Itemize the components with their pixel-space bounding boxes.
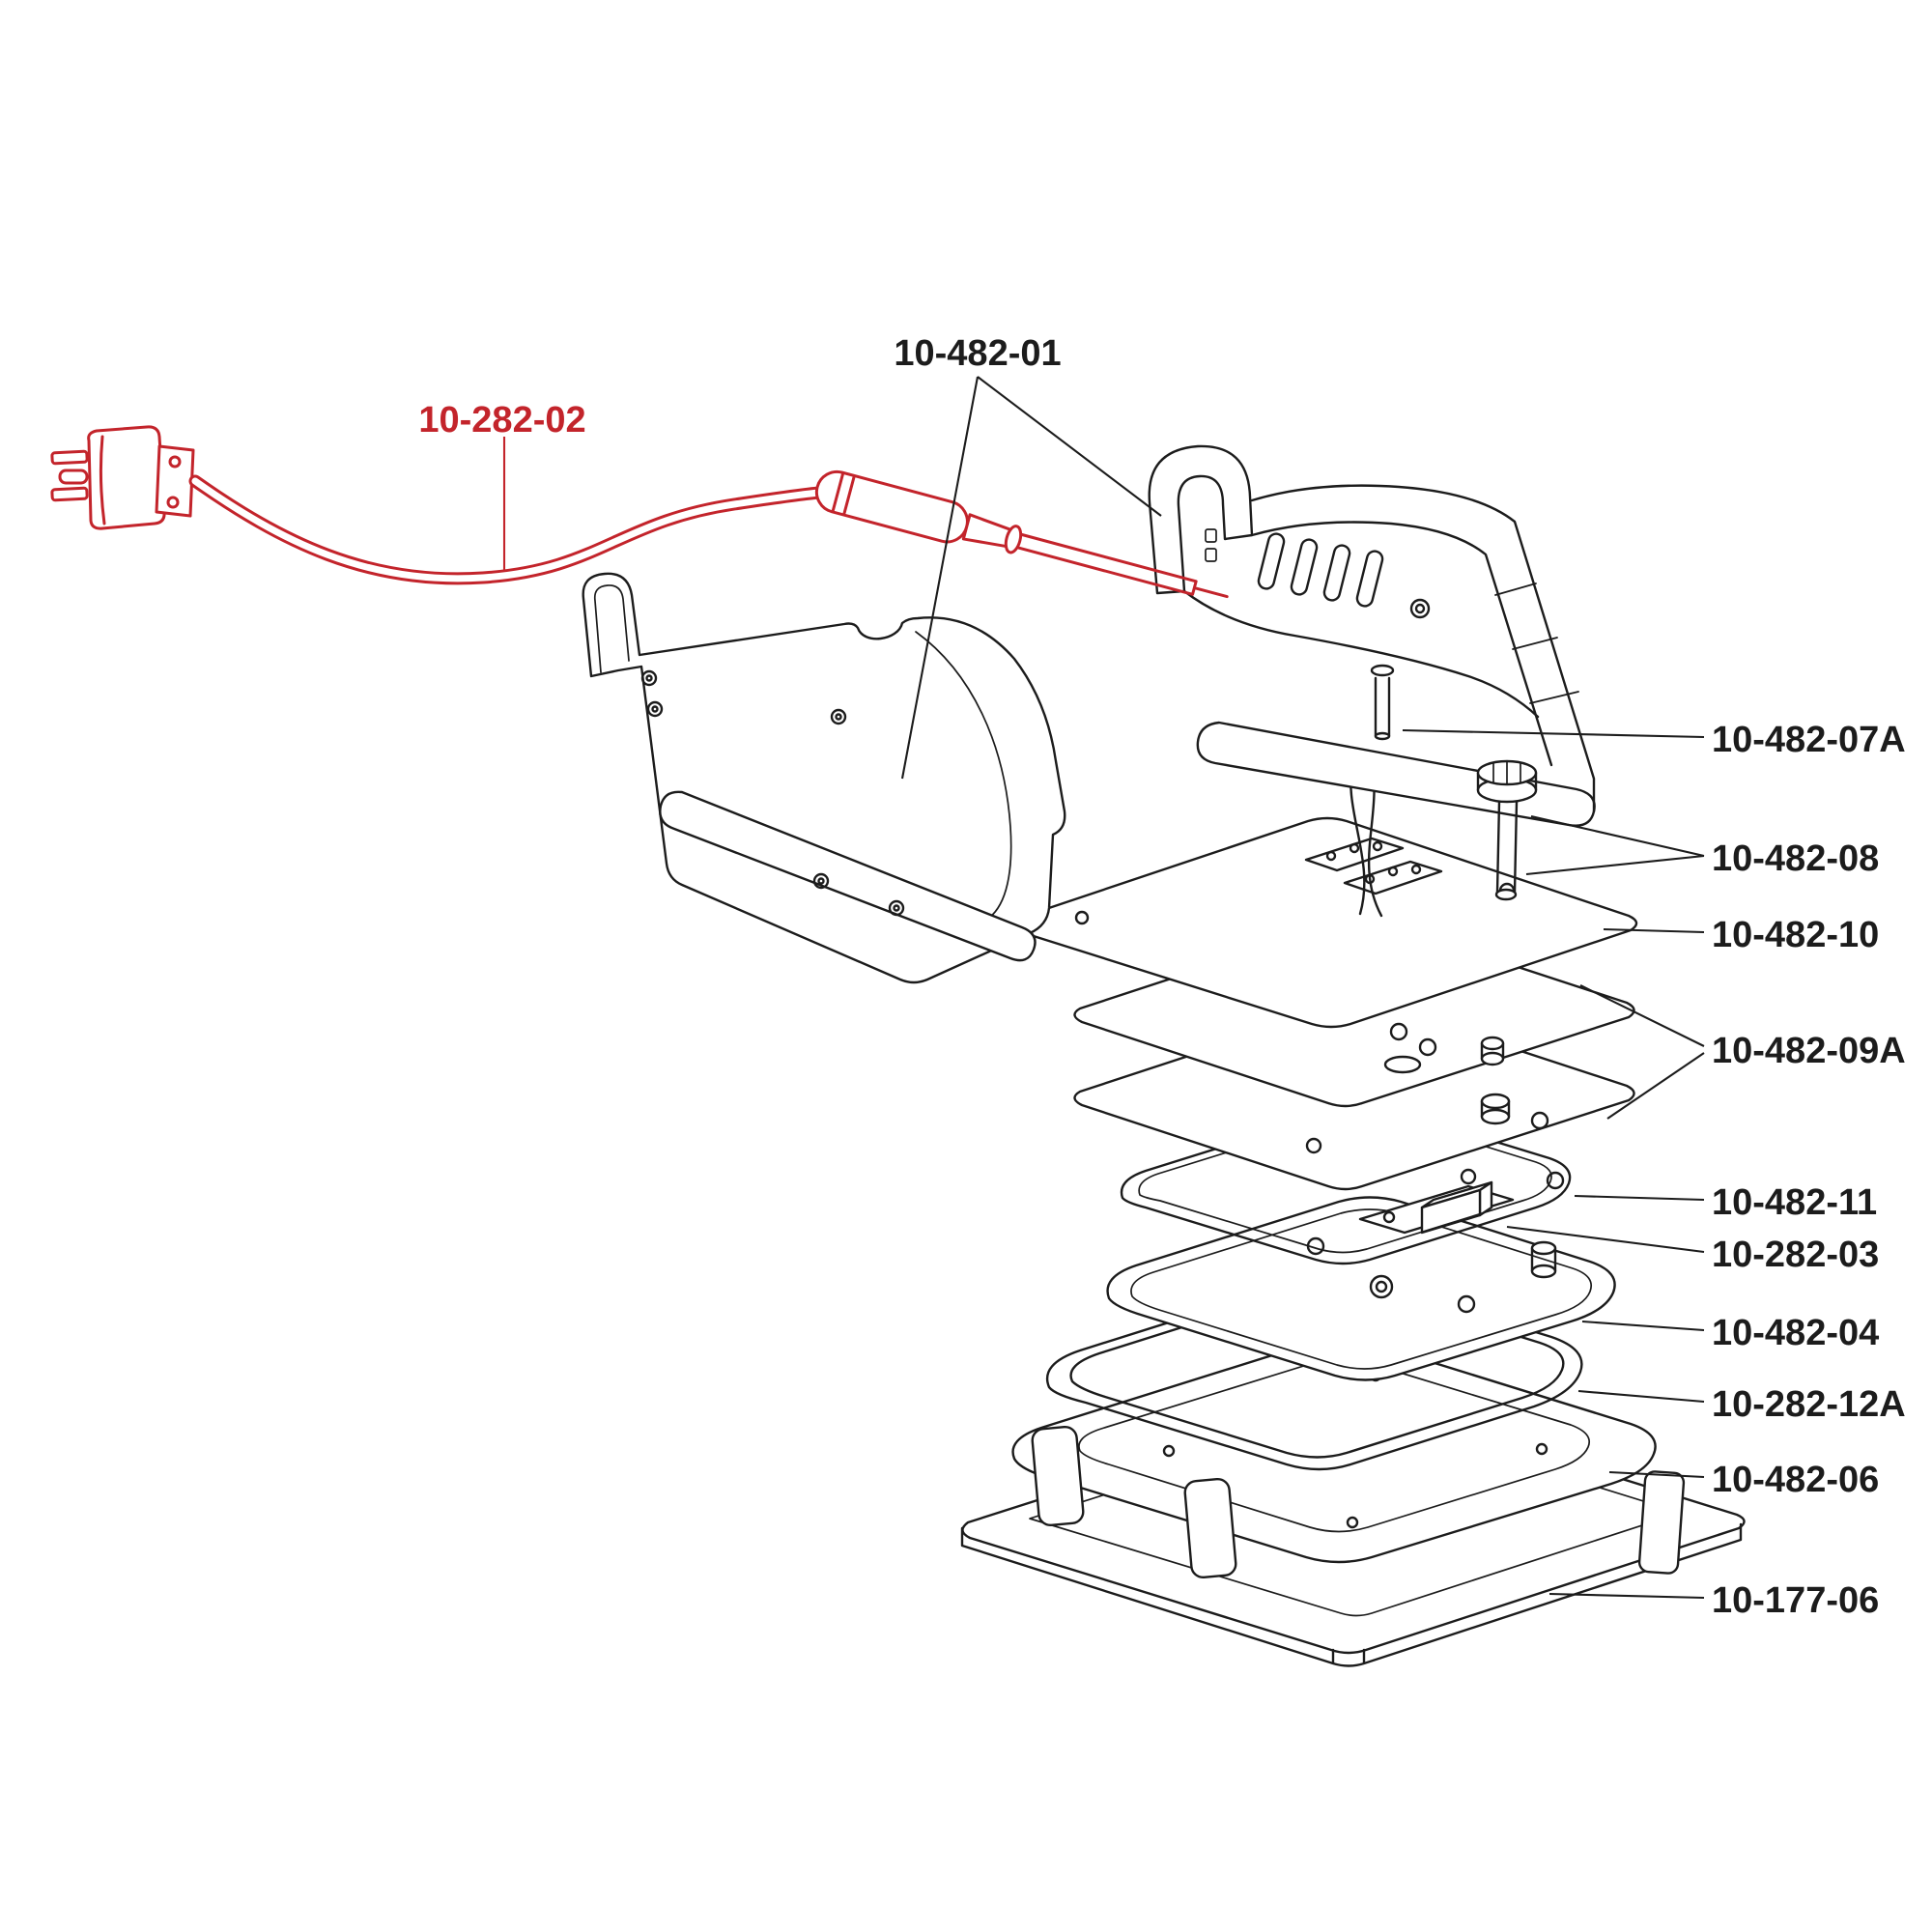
part-label-handle-shells: 10-482-01 — [894, 333, 1061, 374]
thermostat-drawing — [1358, 1168, 1515, 1235]
soleplate-groove — [1078, 1358, 1590, 1533]
leader-gasket — [1574, 1194, 1705, 1202]
handle-vent-3 — [1322, 544, 1351, 602]
bottom-cover-rim — [960, 1522, 1743, 1667]
handle-shell-right-drawing — [1148, 444, 1596, 901]
handle-vent-1 — [1257, 532, 1286, 590]
cord-tube-outer — [188, 474, 826, 585]
post-slot-2 — [1205, 548, 1217, 562]
plug-clamp-bolts — [166, 455, 182, 509]
handle-face-bottom — [1182, 589, 1540, 719]
saddle-pin-sides — [1374, 676, 1391, 738]
leader-insulator-plates — [1579, 984, 1705, 1120]
plug-body-line — [99, 435, 106, 526]
leader-heating-element — [1577, 1389, 1705, 1404]
part-label-gasket: 10-482-11 — [1712, 1182, 1877, 1223]
left-shell-holes — [640, 669, 905, 917]
plug-collar — [155, 444, 195, 518]
mounting-plate-drawing — [1106, 1196, 1616, 1381]
thermostat-body-front — [1420, 1188, 1482, 1235]
handle-front-post — [1148, 444, 1254, 595]
part-label-soleplate: 10-482-06 — [1712, 1460, 1879, 1500]
cord-sleeve-group — [814, 469, 1229, 599]
part-label-mounting-plate: 10-482-04 — [1712, 1313, 1879, 1353]
leader-thermostat — [1506, 1225, 1705, 1254]
plug-ground-pin — [58, 469, 89, 485]
callout-labels: 10-482-01 10-282-02 10-482-07A 10-482-08… — [418, 333, 1905, 1621]
leader-cover-plate — [1603, 927, 1705, 934]
part-label-cover-plate: 10-482-10 — [1712, 915, 1879, 955]
insulator-lower-holes — [1305, 1111, 1549, 1154]
thumbscrew-shaft — [1495, 800, 1519, 895]
cover-plate-bracket-1 — [1304, 837, 1405, 872]
mounting-plate-post-sides — [1530, 1246, 1557, 1273]
insulator-upper-slot — [1383, 1055, 1422, 1074]
tab-center — [1183, 1477, 1237, 1579]
left-shell-rail — [659, 790, 1037, 962]
saddle-pin-head — [1370, 664, 1395, 677]
probe-rod — [1016, 532, 1229, 599]
mounting-plate-holes — [1306, 1236, 1476, 1314]
part-label-bottom-cover: 10-177-06 — [1712, 1580, 1879, 1621]
saddle-pin-tip — [1374, 731, 1391, 741]
part-label-insulator-plates: 10-482-09A — [1712, 1031, 1906, 1071]
thumbscrew-tip — [1494, 888, 1518, 901]
plug-prong-bottom — [50, 486, 89, 502]
handle-grip-edges — [1250, 484, 1596, 813]
insulator-upper-holes — [1389, 1022, 1437, 1057]
callout-leaders — [502, 376, 1705, 1600]
handle-rear-hole — [1409, 598, 1431, 619]
mounting-plate-post-bottom — [1530, 1264, 1557, 1279]
insulator-lower-grommet-bottom — [1480, 1108, 1511, 1125]
left-shell-inner-curve — [915, 631, 1012, 919]
tab-left — [1031, 1425, 1085, 1527]
plug-prong-top — [50, 449, 89, 466]
part-label-thermostat: 10-282-03 — [1712, 1235, 1879, 1275]
bottom-cover-tabs — [1031, 1425, 1686, 1579]
leader-bottom-cover — [1548, 1592, 1705, 1600]
leader-thumbscrew — [1525, 814, 1705, 876]
cord-sleeve-bands — [831, 472, 856, 515]
tab-right — [1637, 1470, 1686, 1575]
part-label-power-cord: 10-282-02 — [418, 400, 585, 440]
handle-vent-2 — [1290, 538, 1319, 596]
power-cord-assembly-drawing — [50, 425, 1229, 599]
mounting-plate-outline — [1106, 1196, 1616, 1381]
left-shell-hook-slot — [593, 584, 630, 673]
part-label-saddle-pin: 10-482-07A — [1712, 720, 1906, 760]
part-label-thumbscrew: 10-482-08 — [1712, 838, 1879, 879]
post-slot-1 — [1205, 528, 1217, 543]
thermostat-screw — [1460, 1168, 1477, 1185]
leader-soleplate — [1608, 1470, 1705, 1479]
insulator-upper-post-bottom — [1480, 1051, 1505, 1066]
cord-tube-inner — [191, 477, 823, 582]
cover-plate-drawing — [1009, 816, 1638, 1029]
left-shell-outline — [582, 572, 1066, 984]
insulator-lower-grommet-top — [1480, 1093, 1511, 1110]
gasket-port — [1546, 1171, 1565, 1190]
thumbscrew-knurl — [1492, 761, 1521, 784]
leader-handle-shells — [900, 376, 1162, 780]
mounting-plate-inner — [1130, 1208, 1592, 1370]
cover-plate-bracket-holes — [1325, 840, 1422, 885]
handle-shell-left-drawing — [582, 572, 1066, 984]
cover-plate-bracket-2 — [1343, 860, 1443, 895]
mounting-plate-post-top — [1530, 1240, 1557, 1256]
handle-vent-4 — [1355, 550, 1384, 608]
handle-rear-ribs — [1494, 582, 1579, 704]
leader-saddle-pin — [1402, 728, 1705, 739]
leader-mounting-plate — [1581, 1320, 1705, 1332]
probe-collar — [1004, 525, 1023, 554]
insulator-upper-post-top — [1480, 1036, 1505, 1051]
part-label-heating-element: 10-282-12A — [1712, 1384, 1906, 1425]
